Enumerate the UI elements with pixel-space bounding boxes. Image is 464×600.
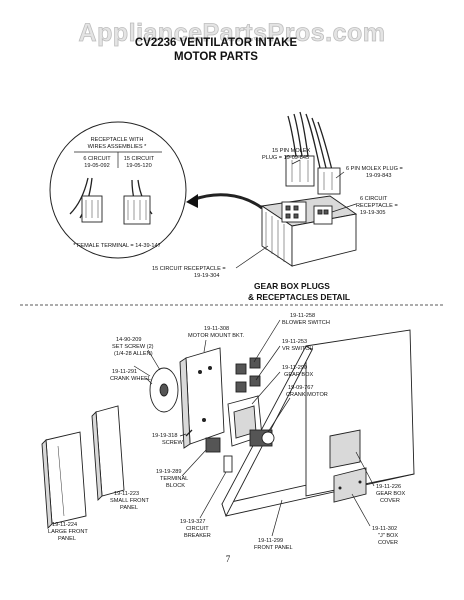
label-15-circuit-1: 15 CIRCUIT RECEPTACLE =: [152, 266, 226, 272]
title-line-1: CV2236 VENTILATOR INTAKE: [135, 37, 298, 49]
inset-left-col-1: 6 CIRCUIT: [83, 156, 111, 162]
vr-switch-shape: [235, 381, 247, 393]
label-front-panel-1: 19-11-299: [258, 538, 283, 544]
label-circuit-breaker-1: 19-19-327: [180, 519, 206, 525]
label-blower-switch-1: 19-11-258: [290, 313, 315, 319]
label-large-front-panel-2: LARGE FRONT: [48, 529, 88, 535]
6-pin-molex-plug: [317, 167, 341, 195]
label-large-front-panel-1: 19-11-224: [52, 522, 77, 528]
label-gear-box-cover-3: COVER: [380, 498, 400, 504]
detail-title-2: & RECEPTACLES DETAIL: [248, 292, 350, 302]
label-15-circuit-2: 19-19-304: [194, 273, 220, 279]
label-blower-switch-2: BLOWER SWITCH: [282, 320, 330, 326]
plug-assembly: 15 PIN MOLEX PLUG = 19-09-845 6 PIN MOLE…: [152, 111, 403, 302]
label-6-pin-molex-2: 19-09-843: [366, 173, 392, 179]
label-crank-wheel-2: CRANK WHEEL: [110, 376, 151, 382]
j-box-cover-shape: [333, 467, 367, 503]
label-front-panel-2: FRONT PANEL: [254, 545, 293, 551]
label-small-front-panel-1: 19-11-223: [114, 491, 139, 497]
label-j-box-cover-1: 19-11-302: [372, 526, 397, 532]
detail-arrow-head: [186, 194, 198, 208]
label-circuit-breaker-2: CIRCUIT: [186, 526, 209, 532]
label-small-front-panel-2: SMALL FRONT: [110, 498, 150, 504]
blower-switch-shape: [235, 363, 247, 375]
label-set-screw-2: SET SCREW (2): [112, 344, 154, 350]
label-vr-switch-1: 19-11-253: [282, 339, 307, 345]
label-6-circuit-1: 6 CIRCUIT: [360, 196, 388, 202]
label-screw-2: SCREW: [162, 440, 184, 446]
label-15-pin-molex-1: 15 PIN MOLEX: [272, 148, 311, 154]
label-gear-box-cover-1: 19-11-226: [376, 484, 401, 490]
exploded-parts: 14-90-209 SET SCREW (2) (1/4-28 ALLEN) 1…: [41, 313, 415, 551]
inset-footnote: * FEMALE TERMINAL = 14-39-147: [73, 243, 161, 249]
label-circuit-breaker-3: BREAKER: [184, 533, 211, 539]
screw-shape: [185, 429, 193, 437]
large-front-panel-shape: [45, 431, 87, 525]
label-gear-box-1: 19-11-290: [282, 365, 307, 371]
inset-header-1: RECEPTACLE WITH: [91, 137, 144, 143]
label-15-pin-molex-2: PLUG = 19-09-845: [262, 155, 309, 161]
detail-title-1: GEAR BOX PLUGS: [254, 281, 330, 291]
label-terminal-block-2: TERMINAL: [160, 476, 188, 482]
inset-circle: [49, 121, 187, 259]
label-gear-box-2: GEAR BOX: [284, 372, 313, 378]
motor-mount-bracket-shape: [185, 347, 225, 445]
label-6-pin-molex-1: 6 PIN MOLEX PLUG =: [346, 166, 403, 172]
label-6-circuit-3: 19-19-305: [360, 210, 386, 216]
label-crank-motor-2: CRANK MOTOR: [286, 392, 328, 398]
label-vr-switch-2: VR SWITCH: [282, 346, 313, 352]
page-number: 7: [226, 554, 231, 564]
label-gear-box-cover-2: GEAR BOX: [376, 491, 405, 497]
15-circuit-receptacle: [281, 201, 307, 223]
label-6-circuit-2: RECEPTACLE =: [356, 203, 398, 209]
label-small-front-panel-3: PANEL: [120, 505, 138, 511]
inset-15-circuit-receptacle: [123, 195, 151, 225]
label-terminal-block-1: 19-19-289: [156, 469, 182, 475]
inset-left-col-2: 19-05-092: [84, 163, 110, 169]
terminal-block-shape: [205, 437, 221, 453]
gear-box-cover-shape: [329, 429, 361, 469]
watermark: AppliancePartsPros.com: [79, 19, 386, 47]
6-circuit-receptacle: [313, 205, 333, 225]
label-motor-mount-2: MOTOR MOUNT BKT.: [188, 333, 244, 339]
circuit-breaker-shape: [223, 455, 233, 473]
inset-wire-1: [69, 177, 89, 215]
label-set-screw-3: (1/4-28 ALLEN): [114, 351, 153, 357]
label-screw-1: 19-19-318: [152, 433, 178, 439]
inset-header-2: WIRES ASSEMBLIES *: [88, 144, 148, 150]
label-large-front-panel-3: PANEL: [58, 536, 76, 542]
label-crank-motor-1: 19-09-767: [288, 385, 314, 391]
label-crank-wheel-1: 19-11-291: [112, 369, 137, 375]
label-set-screw-1: 14-90-209: [116, 337, 142, 343]
detail-arrow: [191, 193, 263, 210]
inset-right-col-2: 19-05-120: [126, 163, 152, 169]
label-j-box-cover-3: COVER: [378, 540, 398, 546]
receptacle-inset: RECEPTACLE WITH WIRES ASSEMBLIES * 6 CIR…: [49, 121, 187, 259]
inset-right-col-1: 15 CIRCUIT: [124, 156, 155, 162]
label-motor-mount-1: 19-11-308: [204, 326, 229, 332]
label-j-box-cover-2: "J" BOX: [378, 533, 398, 539]
title-line-2: MOTOR PARTS: [174, 51, 258, 63]
label-terminal-block-3: BLOCK: [166, 483, 185, 489]
